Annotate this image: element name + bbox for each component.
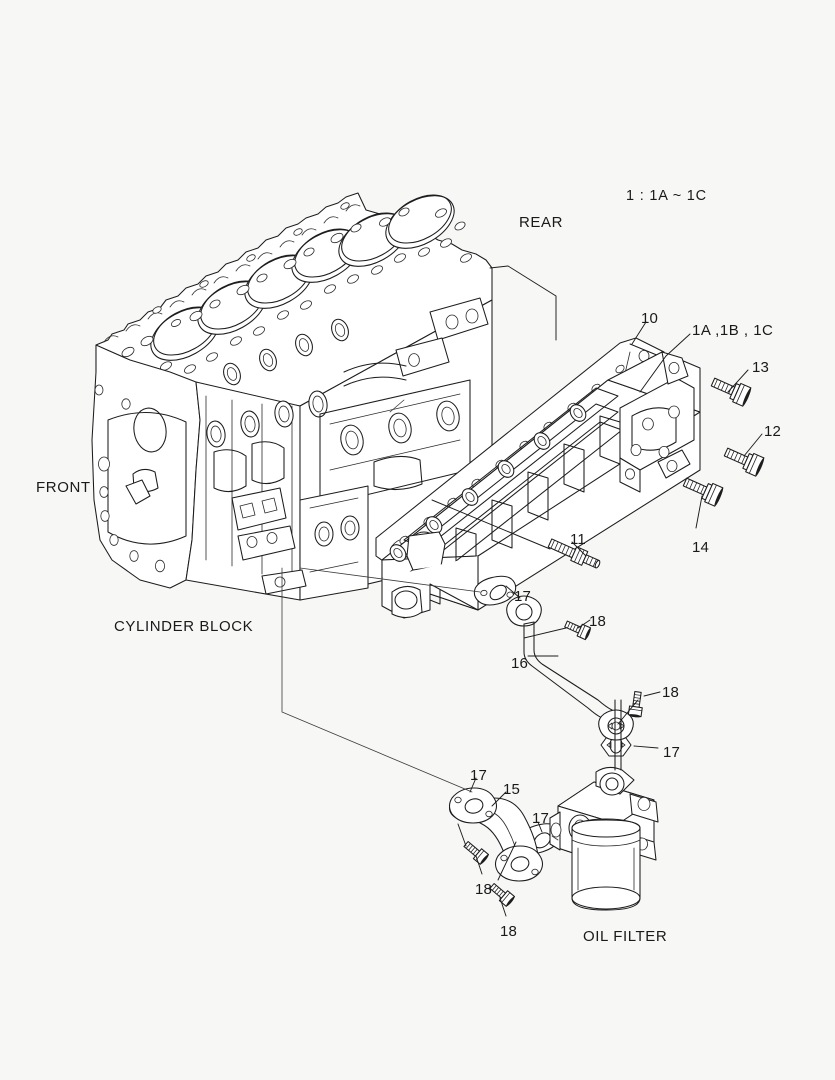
diagram-title-note: 1 : 1A ~ 1C [626, 188, 707, 204]
bolt-18d-art [489, 883, 516, 907]
callout-14: 14 [692, 539, 710, 556]
bolt-18a-art [564, 620, 592, 641]
far-wall-detail [319, 379, 471, 507]
component-label-oil-filter: OIL FILTER [583, 928, 668, 945]
callout-17a: 17 [514, 588, 532, 605]
callout-10: 10 [641, 310, 659, 327]
oil-cooler-core-art [381, 351, 701, 619]
gasket-17a-art [473, 575, 517, 606]
orientation-label-front: FRONT [36, 479, 91, 496]
callout-18d: 18 [500, 923, 518, 940]
bolt-13-art [710, 377, 752, 407]
cooler-mount-face [299, 485, 369, 601]
callout-17b: 17 [663, 744, 681, 761]
bolt-12-art [723, 447, 765, 477]
boss-pads [231, 487, 296, 561]
cylinder-block-art [91, 192, 493, 601]
side-bores [206, 390, 328, 448]
group-label-oil-cooler: 1A ,1B , 1C [692, 322, 774, 339]
cooler-inlet-boss [406, 531, 446, 571]
callout-17c: 17 [470, 767, 488, 784]
leader-lines [281, 265, 763, 917]
callout-11: 11 [570, 531, 586, 548]
bolt-18b-art [627, 691, 643, 718]
orientation-label-rear: REAR [519, 214, 564, 231]
bolt-18c-art [463, 841, 490, 865]
callout-18c: 18 [475, 881, 493, 898]
rear-bosses [343, 297, 489, 387]
tube-bosses [389, 404, 587, 562]
callout-17d: 17 [532, 810, 550, 827]
callout-13: 13 [752, 359, 770, 376]
oil-filter-art [549, 699, 659, 911]
callout-16: 16 [511, 655, 529, 672]
oil-pipe-16-art [506, 595, 634, 741]
stud-bolt-11-art [547, 538, 601, 569]
bolt-14-art [682, 477, 724, 507]
component-label-cylinder-block: CYLINDER BLOCK [114, 618, 254, 635]
head-bolt-holes [109, 202, 472, 374]
cooler-head [607, 351, 701, 479]
oil-pipe-15-art [448, 787, 544, 882]
callout-18a: 18 [589, 613, 607, 630]
cam-bores [223, 318, 349, 386]
callout-12: 12 [764, 423, 782, 440]
callout-18b: 18 [662, 684, 680, 701]
callout-15: 15 [503, 781, 521, 798]
